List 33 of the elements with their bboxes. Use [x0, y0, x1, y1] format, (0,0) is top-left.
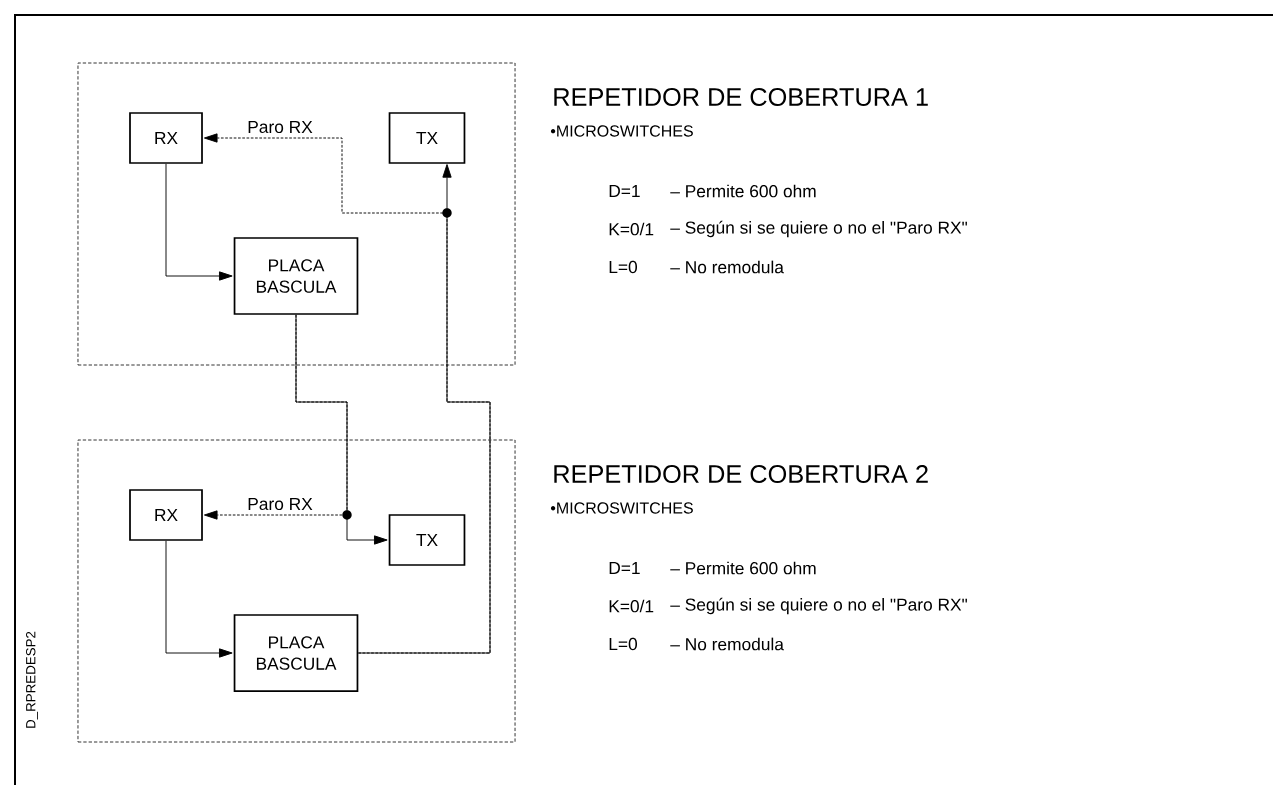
section-heading: REPETIDOR DE COBERTURA 2: [554, 465, 928, 483]
block-box: PLACA BASCULA: [233, 237, 359, 315]
block-box: TX: [388, 112, 466, 164]
setting-description: – No remodula: [670, 637, 784, 651]
list-heading: •MICROSWITCHES: [550, 125, 693, 137]
switch-setting: D=1: [609, 185, 640, 197]
setting-description: – Según si se quiere o no el "Paro RX": [670, 220, 967, 238]
module-frame: [77, 439, 516, 743]
list-heading: •MICROSWITCHES: [550, 502, 693, 514]
switch-setting: K=0/1: [609, 599, 654, 613]
setting-description: – Permite 600 ohm: [670, 184, 816, 198]
module-frame: [77, 62, 516, 366]
connector-arrow: [295, 314, 388, 545]
setting-description: – No remodula: [670, 260, 784, 274]
connector-arrow: [165, 163, 233, 281]
switch-setting: L=0: [609, 637, 637, 651]
switch-setting: K=0/1: [609, 222, 654, 236]
connector-arrow: [165, 540, 233, 658]
block-box: RX: [129, 112, 203, 164]
connector-arrow: [357, 164, 491, 654]
connector-arrow: [203, 314, 348, 520]
setting-description: – Según si se quiere o no el "Paro RX": [670, 597, 967, 615]
block-box: TX: [388, 514, 466, 566]
block-box: RX: [129, 489, 203, 541]
connector-arrow: [203, 133, 491, 654]
switch-setting: L=0: [609, 260, 637, 274]
setting-description: – Permite 600 ohm: [670, 561, 816, 575]
edge-label: Paro RX: [248, 497, 313, 511]
drawing-code: D_RPREDESP2: [26, 631, 38, 728]
section-heading: REPETIDOR DE COBERTURA 1: [554, 88, 928, 106]
switch-setting: D=1: [609, 562, 640, 574]
edge-label: Paro RX: [248, 120, 313, 134]
block-box: PLACA BASCULA: [233, 614, 359, 692]
